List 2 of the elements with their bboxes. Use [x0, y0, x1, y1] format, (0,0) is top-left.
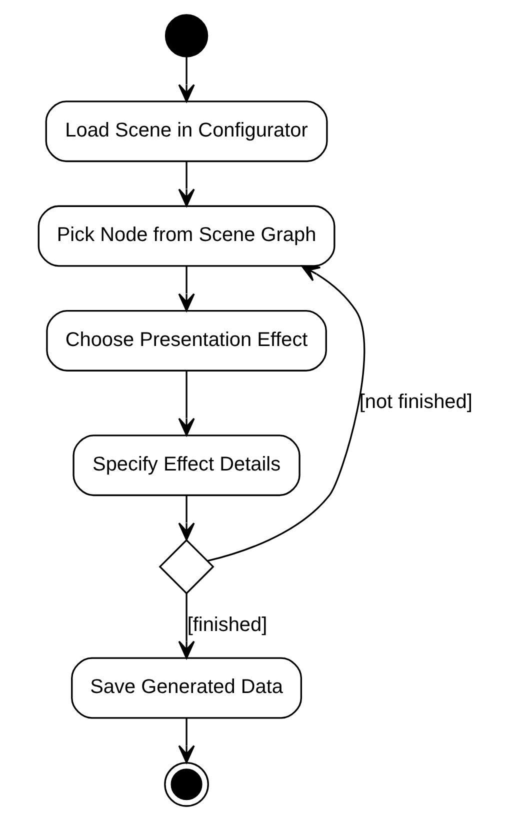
- edge-label: [not finished]: [358, 391, 472, 414]
- edge-label: [finished]: [186, 614, 267, 636]
